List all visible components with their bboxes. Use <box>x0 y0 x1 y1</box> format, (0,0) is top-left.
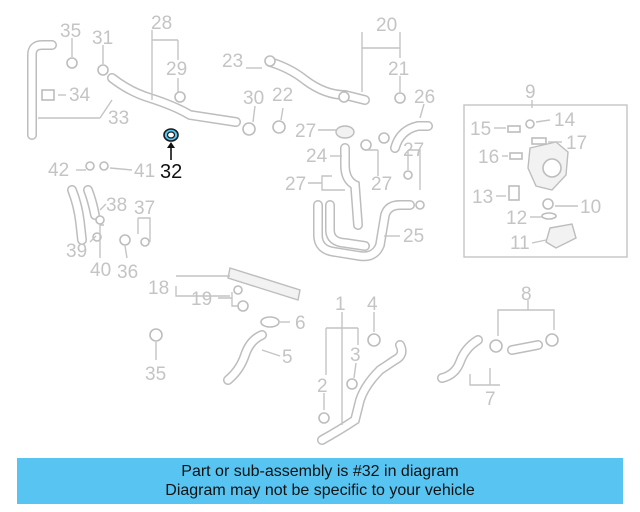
part-32-clamp[interactable] <box>163 128 179 142</box>
clip-16-shape <box>509 152 523 160</box>
clamp-14-shape <box>525 119 535 129</box>
label-8: 8 <box>521 284 532 305</box>
clamp-3-shape <box>346 378 358 390</box>
clamp-30-shape <box>242 122 256 136</box>
label-23: 23 <box>222 51 243 72</box>
clamp-27d-shape <box>415 200 425 210</box>
clamp-21-shape <box>394 92 406 104</box>
outlet-11-shape <box>545 223 577 249</box>
clamp-35-shape <box>66 57 78 69</box>
label-35b: 35 <box>145 364 166 385</box>
label-20: 20 <box>376 15 397 36</box>
clamp-8a-shape <box>489 339 503 353</box>
label-22: 22 <box>272 85 293 106</box>
label-5: 5 <box>282 347 293 368</box>
clamp-35b-shape <box>149 328 163 342</box>
pipe-18-shape <box>227 267 301 301</box>
gasket-12-shape <box>541 212 557 220</box>
label-33: 33 <box>108 108 129 129</box>
label-28: 28 <box>151 13 172 34</box>
clamp-29-shape <box>174 91 186 103</box>
clip-15-shape <box>507 125 521 133</box>
label-4: 4 <box>367 294 378 315</box>
label-6: 6 <box>295 313 306 334</box>
label-9: 9 <box>525 82 536 103</box>
banner-line-1: Part or sub-assembly is #32 in diagram <box>181 463 459 480</box>
part-group-lower-center: 1 4 3 2 <box>317 294 407 445</box>
part-group-top-center: 20 21 26 27 24 27 27 27 25 <box>264 15 435 262</box>
label-38: 38 <box>106 195 127 216</box>
label-13: 13 <box>472 187 493 208</box>
label-40: 40 <box>90 260 111 281</box>
cap-27-shape <box>335 125 355 139</box>
clip-34-shape <box>41 89 55 101</box>
part-group-middle-left: 42 41 38 37 39 40 36 <box>48 160 155 283</box>
clamp-27b-shape <box>360 139 372 151</box>
sensor-13-shape <box>508 185 520 201</box>
label-36: 36 <box>117 262 138 283</box>
label-26: 26 <box>414 87 435 108</box>
label-18: 18 <box>148 278 169 299</box>
label-7: 7 <box>485 389 496 410</box>
label-12: 12 <box>506 208 527 229</box>
thermostat-10-shape <box>542 198 554 210</box>
label-14: 14 <box>554 110 576 131</box>
label-10: 10 <box>580 197 601 218</box>
label-39: 39 <box>66 241 87 262</box>
part-group-top-left: 35 31 28 29 34 33 32 23 30 22 <box>27 13 293 183</box>
clamp-8b-shape <box>545 333 559 347</box>
part-group-center: 18 19 6 5 35 <box>145 267 306 385</box>
clamp-22-shape <box>272 120 286 134</box>
label-41: 41 <box>134 161 155 182</box>
label-21: 21 <box>388 59 409 80</box>
label-16: 16 <box>478 147 499 168</box>
label-3: 3 <box>350 345 361 366</box>
clamp-2-shape <box>318 412 330 424</box>
label-2: 2 <box>317 376 328 397</box>
label-27d: 27 <box>403 140 424 161</box>
label-34: 34 <box>69 85 91 106</box>
clamp-23-shape <box>264 55 276 67</box>
label-17: 17 <box>566 133 587 154</box>
clamp-6-shape <box>260 316 280 328</box>
label-31: 31 <box>92 28 113 49</box>
label-32: 32 <box>160 161 182 183</box>
label-30: 30 <box>243 88 264 109</box>
label-35: 35 <box>60 21 81 42</box>
label-42: 42 <box>48 160 69 181</box>
label-29: 29 <box>166 59 187 80</box>
label-37: 37 <box>134 198 155 219</box>
label-27a: 27 <box>295 121 316 142</box>
clamp-27-shape <box>378 132 390 144</box>
label-15: 15 <box>470 119 491 140</box>
label-27b: 27 <box>285 174 306 195</box>
label-19: 19 <box>191 289 212 310</box>
banner-line-2: Diagram may not be specific to your vehi… <box>165 482 475 499</box>
arrow-32-head <box>167 142 175 148</box>
clamp-31-shape <box>97 64 109 76</box>
clamp-20-shape <box>338 91 350 103</box>
label-1: 1 <box>335 294 346 315</box>
thermostat-box <box>463 104 628 258</box>
label-24: 24 <box>306 146 328 167</box>
parts-diagram: 35 31 28 29 34 33 32 23 30 22 <box>27 13 628 445</box>
clip-17-shape <box>531 137 547 145</box>
label-27c: 27 <box>371 174 392 195</box>
clamp-27c-shape <box>403 170 413 180</box>
info-banner: Part or sub-assembly is #32 in diagram D… <box>17 458 623 504</box>
part-group-lower-right: 8 7 <box>437 284 559 410</box>
label-25: 25 <box>403 226 424 247</box>
part-group-thermostat: 9 14 15 17 16 13 10 12 11 <box>463 82 628 258</box>
label-11: 11 <box>510 233 530 254</box>
clamp-4-shape <box>367 333 381 347</box>
